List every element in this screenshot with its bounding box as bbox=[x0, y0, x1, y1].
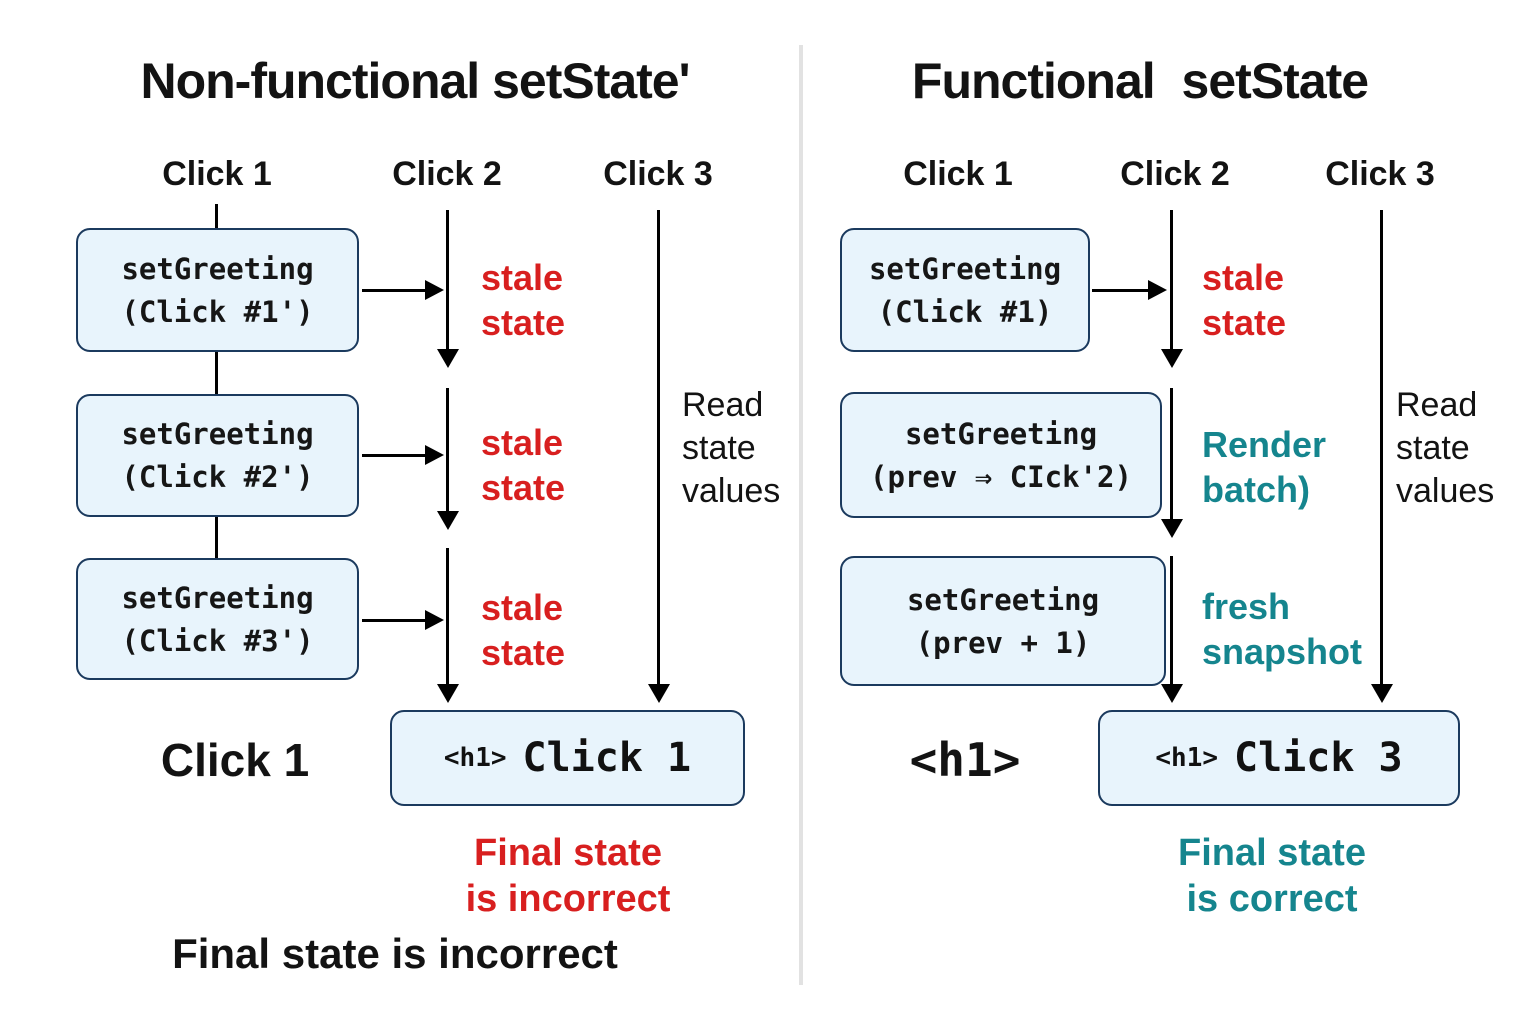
right-arrow1-shaft bbox=[1092, 289, 1148, 292]
verdict-line: is correct bbox=[1186, 878, 1358, 920]
left-setgreeting-box-1: setGreeting (Click #1') bbox=[76, 228, 359, 352]
code-line: setGreeting bbox=[121, 417, 314, 451]
left-result-label: Click 1 bbox=[160, 734, 310, 786]
panel-divider-line bbox=[799, 45, 803, 985]
left-stale-state-label-1: stale state bbox=[481, 255, 565, 345]
right-click3-arrowhead-icon bbox=[1370, 684, 1393, 703]
stale-line: state bbox=[1202, 302, 1287, 343]
stale-line: stale bbox=[481, 587, 564, 628]
right-render-batch-note: Render batch) bbox=[1202, 422, 1326, 512]
read-note-line: state bbox=[682, 429, 756, 467]
left-arrow1-shaft bbox=[362, 289, 425, 292]
right-click2-timeline-segment-1 bbox=[1170, 210, 1173, 350]
stale-line: stale bbox=[1202, 257, 1285, 298]
right-click3-timeline-line bbox=[1380, 210, 1383, 685]
left-click3-timeline-line bbox=[657, 210, 660, 685]
right-click2-arrowhead-2-icon bbox=[1160, 519, 1183, 538]
teal-note-line: batch) bbox=[1202, 469, 1310, 510]
stale-line: state bbox=[481, 632, 566, 673]
code-line: setGreeting bbox=[868, 251, 1062, 286]
right-read-state-values-note: Read state values bbox=[1396, 384, 1494, 513]
verdict-line: is incorrect bbox=[465, 878, 671, 920]
right-panel-title: Functional setState bbox=[911, 53, 1369, 109]
right-result-label: <h1> bbox=[909, 733, 1021, 787]
right-setgreeting-box-2: setGreeting (prev ⇒ CIck'2) bbox=[840, 392, 1162, 518]
read-note-line: values bbox=[1396, 472, 1495, 510]
code-line: setGreeting bbox=[904, 416, 1098, 451]
left-arrow3-shaft bbox=[362, 619, 425, 622]
right-setgreeting-box-1: setGreeting (Click #1) bbox=[840, 228, 1090, 352]
left-click2-arrowhead-2-icon bbox=[436, 511, 459, 530]
code-line: setGreeting bbox=[121, 580, 314, 615]
left-panel-title: Non-functional setState' bbox=[140, 53, 690, 109]
code-line: (Click #3') bbox=[121, 623, 314, 658]
code-line: (Click #1') bbox=[121, 294, 314, 329]
right-stale-state-label: stale state bbox=[1202, 255, 1286, 345]
left-setgreeting-box-3: setGreeting (Click #3') bbox=[76, 558, 359, 680]
left-setgreeting-box-2: setGreeting (Click #2') bbox=[76, 394, 359, 517]
code-line: (prev ⇒ CIck'2) bbox=[870, 459, 1132, 494]
right-column-header-click3: Click 3 bbox=[1325, 155, 1435, 193]
left-arrow3-head-icon bbox=[425, 610, 444, 630]
right-fresh-snapshot-note: fresh snapshot bbox=[1202, 584, 1362, 674]
teal-note-line: fresh bbox=[1202, 586, 1291, 627]
result-value-text: Click 3 bbox=[1234, 735, 1403, 781]
code-line: (Click #1) bbox=[877, 294, 1053, 329]
left-arrow2-head-icon bbox=[425, 445, 444, 465]
right-click2-timeline-segment-3 bbox=[1170, 556, 1173, 685]
left-verdict-text: Final state is incorrect bbox=[398, 830, 738, 922]
right-click2-arrowhead-1-icon bbox=[1160, 349, 1183, 368]
code-line: setGreeting bbox=[906, 582, 1100, 617]
right-setgreeting-box-3: setGreeting (prev + 1) bbox=[840, 556, 1166, 686]
left-stale-state-label-2: stale state bbox=[481, 420, 565, 510]
right-arrow1-head-icon bbox=[1148, 280, 1167, 300]
left-result-box: <h1> Click 1 bbox=[390, 710, 745, 806]
code-line: (prev + 1) bbox=[915, 625, 1091, 660]
verdict-line: Final state bbox=[1178, 832, 1366, 874]
read-note-line: Read bbox=[1396, 386, 1478, 424]
left-click2-timeline-segment-2 bbox=[446, 388, 449, 512]
left-column-header-click2: Click 2 bbox=[392, 155, 502, 193]
left-arrow2-shaft bbox=[362, 454, 425, 457]
left-click2-arrowhead-3-icon bbox=[436, 684, 459, 703]
left-click3-arrowhead-icon bbox=[647, 684, 670, 703]
right-click2-arrowhead-3-icon bbox=[1160, 684, 1183, 703]
code-line: (Click #2') bbox=[121, 460, 314, 494]
stale-line: stale bbox=[481, 422, 564, 463]
teal-note-line: snapshot bbox=[1202, 631, 1363, 672]
left-box2-box3-connector-line bbox=[215, 517, 218, 558]
read-note-line: state bbox=[1396, 429, 1470, 467]
result-value-text: Click 1 bbox=[522, 735, 692, 781]
left-box1-box2-connector-line bbox=[215, 352, 218, 394]
right-verdict-text: Final state is correct bbox=[1102, 830, 1442, 922]
h1-tag-text: <h1> bbox=[1155, 743, 1219, 773]
left-column-header-click1: Click 1 bbox=[162, 155, 272, 193]
h1-tag-text: <h1> bbox=[443, 743, 507, 773]
stale-line: stale bbox=[481, 257, 564, 298]
left-read-state-values-note: Read state values bbox=[682, 384, 780, 513]
code-line: setGreeting bbox=[121, 251, 314, 286]
right-column-header-click2: Click 2 bbox=[1120, 155, 1230, 193]
left-arrow1-head-icon bbox=[425, 280, 444, 300]
left-click2-timeline-segment-1 bbox=[446, 210, 449, 350]
teal-note-line: Render bbox=[1202, 424, 1327, 465]
left-stale-state-label-3: stale state bbox=[481, 585, 565, 675]
left-click2-timeline-segment-3 bbox=[446, 548, 449, 685]
left-footer-text: Final state is incorrect bbox=[172, 930, 618, 977]
right-result-box: <h1> Click 3 bbox=[1098, 710, 1460, 806]
left-click1-stub-line bbox=[215, 204, 218, 228]
left-click2-arrowhead-1-icon bbox=[436, 349, 459, 368]
right-click2-timeline-segment-2 bbox=[1170, 388, 1173, 520]
read-note-line: Read bbox=[682, 386, 764, 424]
read-note-line: values bbox=[682, 472, 781, 510]
verdict-line: Final state bbox=[474, 832, 662, 874]
stale-line: state bbox=[481, 302, 566, 343]
left-column-header-click3: Click 3 bbox=[603, 155, 713, 193]
right-column-header-click1: Click 1 bbox=[903, 155, 1013, 193]
stale-line: state bbox=[481, 467, 566, 508]
